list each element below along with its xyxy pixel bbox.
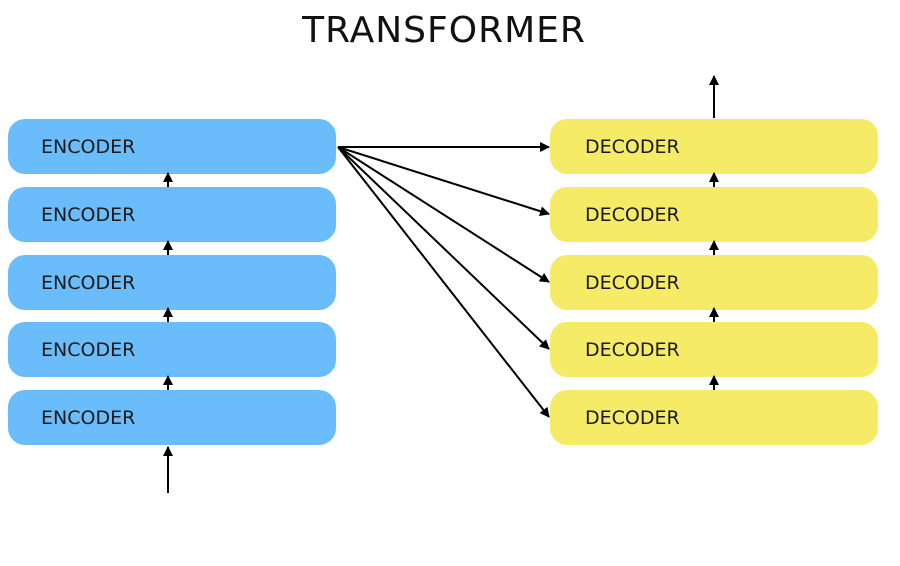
diagram-title: TRANSFORMER bbox=[302, 10, 586, 51]
decoder-label: DECODER bbox=[585, 271, 680, 294]
decoder-block: DECODER bbox=[550, 119, 878, 174]
encoder-label: ENCODER bbox=[41, 203, 136, 226]
encoder-to-decoder-arrow bbox=[337, 146, 550, 350]
decoder-block: DECODER bbox=[550, 390, 878, 445]
decoder-label: DECODER bbox=[585, 203, 680, 226]
encoder-label: ENCODER bbox=[41, 135, 136, 158]
encoder-block: ENCODER bbox=[8, 322, 336, 377]
encoder-block: ENCODER bbox=[8, 119, 336, 174]
encoder-to-decoder-arrow bbox=[337, 146, 550, 418]
encoder-to-decoder-arrow bbox=[337, 146, 550, 217]
encoder-to-decoder-arrow bbox=[337, 146, 550, 283]
encoder-label: ENCODER bbox=[41, 406, 136, 429]
decoder-label: DECODER bbox=[585, 338, 680, 361]
encoder-label: ENCODER bbox=[41, 338, 136, 361]
decoder-label: DECODER bbox=[585, 135, 680, 158]
decoder-block: DECODER bbox=[550, 255, 878, 310]
encoder-block: ENCODER bbox=[8, 187, 336, 242]
decoder-block: DECODER bbox=[550, 187, 878, 242]
encoder-block: ENCODER bbox=[8, 390, 336, 445]
decoder-block: DECODER bbox=[550, 322, 878, 377]
decoder-label: DECODER bbox=[585, 406, 680, 429]
encoder-block: ENCODER bbox=[8, 255, 336, 310]
encoder-label: ENCODER bbox=[41, 271, 136, 294]
